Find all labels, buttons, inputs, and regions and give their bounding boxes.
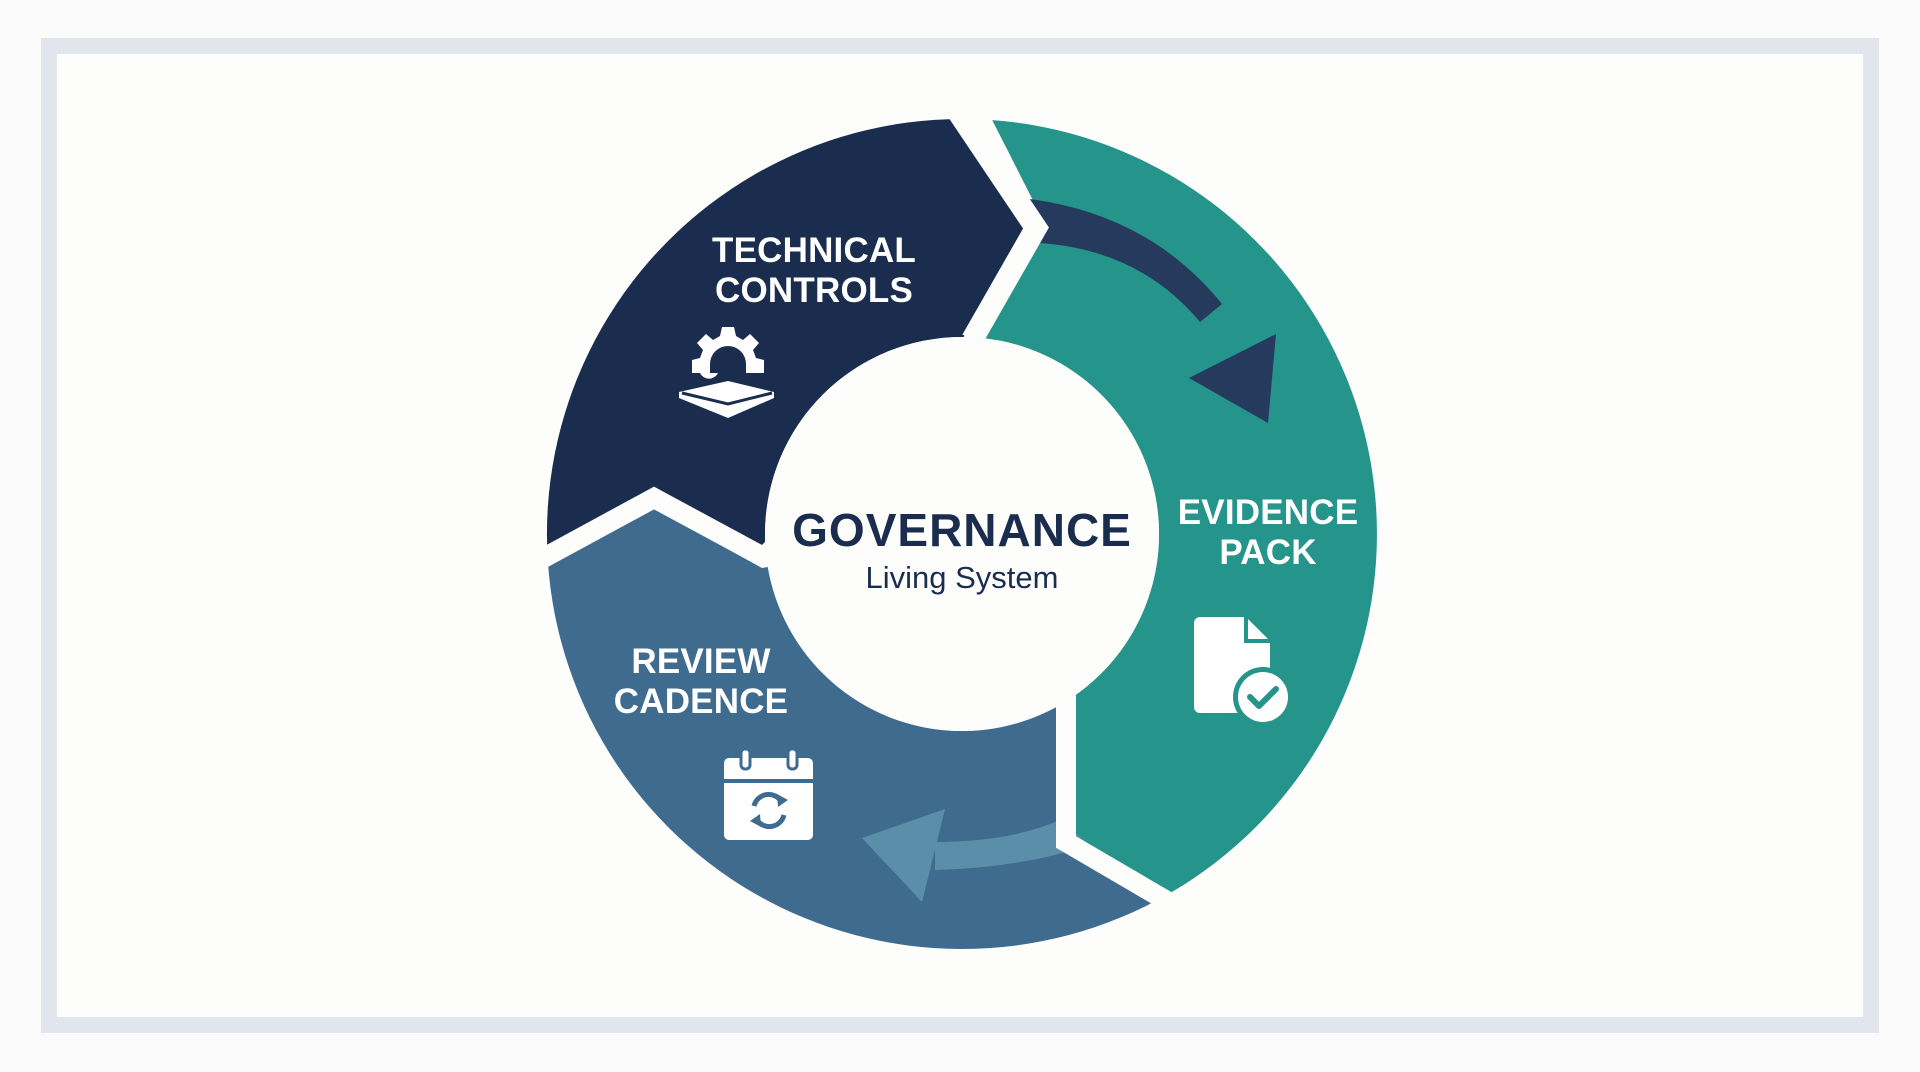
- calendar-refresh-icon: [724, 747, 813, 840]
- flow-arrow-head: [1189, 334, 1276, 423]
- center-title: GOVERNANCE: [792, 504, 1132, 556]
- label-line: CONTROLS: [715, 271, 913, 310]
- label-line: CADENCE: [613, 682, 789, 721]
- center-hub: [765, 337, 1159, 731]
- separator-bottom: [1056, 700, 1178, 913]
- flow-arrow-head: [862, 809, 945, 902]
- label-line: TECHNICAL: [711, 231, 917, 270]
- flow-arrow-evidence-to-review: [935, 820, 1090, 870]
- document-check-icon: [1194, 617, 1293, 727]
- separator-left: [533, 486, 770, 570]
- separator-top: [948, 105, 1049, 346]
- gear-platform-icon: [679, 327, 774, 418]
- center-subtitle: Living System: [865, 560, 1059, 595]
- flow-arrow-technical-to-evidence: [1030, 199, 1222, 322]
- segment-label-technical-controls: TECHNICAL CONTROLS: [712, 231, 916, 311]
- label-line: REVIEW: [631, 642, 771, 681]
- label-line: PACK: [1219, 533, 1317, 572]
- segment-label-evidence-pack: EVIDENCE PACK: [1178, 493, 1359, 573]
- segment-label-review-cadence: REVIEW CADENCE: [614, 642, 788, 722]
- label-line: EVIDENCE: [1177, 493, 1359, 532]
